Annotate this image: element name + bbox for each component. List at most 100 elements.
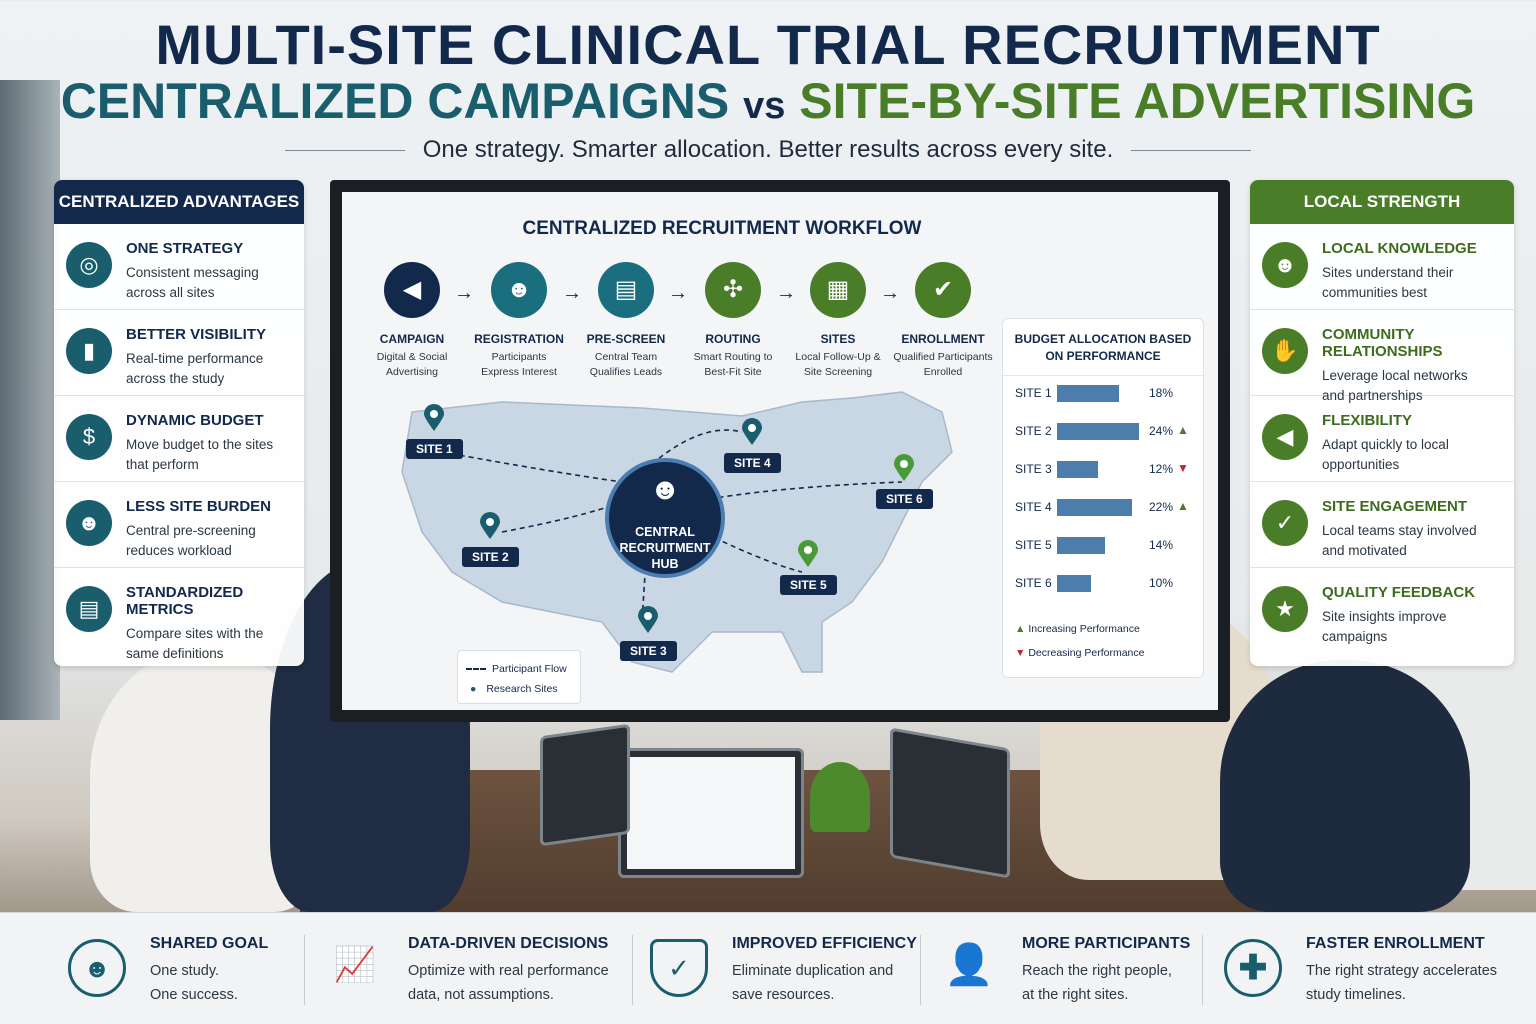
bar-value-label: 24% bbox=[1148, 424, 1173, 438]
item-desc: Move budget to the sites bbox=[126, 437, 274, 452]
medical-cross-icon: ✚ bbox=[1224, 939, 1282, 997]
bar-value-label: 14% bbox=[1148, 538, 1173, 552]
chart-row: SITE 5 14% bbox=[1015, 537, 1200, 555]
map-pin-icon: ● bbox=[470, 683, 477, 695]
person-man-right bbox=[1220, 660, 1470, 912]
item-heading: LESS SITE BURDEN bbox=[126, 498, 272, 515]
map-pin-icon bbox=[424, 404, 445, 431]
bar bbox=[1057, 537, 1105, 554]
arrow-icon: → bbox=[880, 282, 900, 304]
target-icon: ◎ bbox=[66, 242, 112, 288]
site-label: SITE 6 bbox=[876, 489, 933, 509]
item-desc: Compare sites with the bbox=[126, 626, 264, 641]
benefit-heading: SHARED GOAL bbox=[150, 935, 269, 952]
step-desc: Digital & Social bbox=[376, 351, 448, 363]
arrow-icon: → bbox=[562, 282, 582, 304]
step-desc: Advertising bbox=[386, 366, 438, 378]
item-heading: BETTER VISIBILITY bbox=[126, 326, 267, 343]
bar-value-label: 12% bbox=[1148, 462, 1173, 476]
divider bbox=[920, 935, 921, 1005]
subtitle-site-by-site: SITE-BY-SITE ADVERTISING bbox=[799, 73, 1476, 129]
benefit-heading: MORE PARTICIPANTS bbox=[1022, 935, 1191, 952]
arrow-icon: → bbox=[454, 282, 474, 304]
item-desc: same definitions bbox=[126, 646, 224, 661]
bar-value-label: 10% bbox=[1148, 576, 1173, 590]
main-title: MULTI-SITE CLINICAL TRIAL RECRUITMENT bbox=[155, 13, 1381, 76]
step-desc: Central Team bbox=[594, 351, 658, 363]
step-desc: Site Screening bbox=[803, 366, 873, 378]
step-desc: Smart Routing to bbox=[693, 351, 773, 363]
item-heading: COMMUNITY RELATIONSHIPS bbox=[1322, 326, 1443, 360]
arrow-icon: → bbox=[668, 282, 688, 304]
step-desc: Qualified Participants bbox=[893, 351, 993, 363]
item-desc: Real-time performance bbox=[126, 351, 264, 366]
legend-up-label: Increasing Performance bbox=[1028, 623, 1140, 635]
legend-up: ▲ Increasing Performance bbox=[1015, 623, 1140, 635]
step-label: CAMPAIGN bbox=[379, 332, 445, 346]
panel-title: LOCAL STRENGTH bbox=[1250, 180, 1514, 224]
item-heading: ONE STRATEGY bbox=[126, 240, 244, 257]
benefit-desc: Eliminate duplication and bbox=[732, 963, 894, 979]
subtitle-vs: vs bbox=[743, 85, 786, 127]
megaphone-icon: ◀ bbox=[1262, 414, 1308, 460]
map-legend: Participant Flow ●Research Sites bbox=[457, 650, 581, 704]
item-desc: communities best bbox=[1322, 285, 1428, 300]
triangle-up-icon: ▲ bbox=[1177, 423, 1189, 437]
step-desc: Express Interest bbox=[481, 366, 557, 378]
site-5-pin: SITE 5 bbox=[780, 540, 837, 595]
check-circle-icon: ✓ bbox=[1262, 500, 1308, 546]
presentation-screen: CENTRALIZED RECRUITMENT WORKFLOW ◀ CAMPAI… bbox=[330, 180, 1230, 722]
site-1-pin: SITE 1 bbox=[406, 404, 463, 459]
benefit-heading: DATA-DRIVEN DECISIONS bbox=[408, 935, 609, 952]
laptop-right bbox=[890, 727, 1010, 879]
budget-allocation-chart: BUDGET ALLOCATION BASED ON PERFORMANCE S… bbox=[1002, 318, 1204, 678]
bar bbox=[1057, 423, 1139, 440]
person-check-icon: ✔ bbox=[915, 262, 971, 318]
clipboard-icon: ▤ bbox=[598, 262, 654, 318]
item-desc: Adapt quickly to local bbox=[1322, 437, 1449, 452]
step-desc: Local Follow-Up & bbox=[795, 351, 881, 363]
dashed-line-icon bbox=[466, 668, 486, 671]
item-desc: and partnerships bbox=[1322, 388, 1423, 403]
bar-category-label: SITE 2 bbox=[1015, 424, 1052, 438]
legend-down-label: Decreasing Performance bbox=[1028, 647, 1145, 659]
bar bbox=[1057, 385, 1119, 402]
divider bbox=[632, 935, 633, 1005]
step-label: ENROLLMENT bbox=[901, 332, 985, 346]
bar-category-label: SITE 5 bbox=[1015, 538, 1052, 552]
chart-row: SITE 2 24% ▲ bbox=[1015, 423, 1200, 441]
map-pin-icon bbox=[742, 418, 763, 445]
site-label: SITE 1 bbox=[406, 439, 463, 459]
benefit-desc: study timelines. bbox=[1306, 987, 1406, 1003]
item-desc: campaigns bbox=[1322, 629, 1388, 644]
triangle-down-icon: ▼ bbox=[1015, 647, 1026, 659]
bar-chart-icon: ▮ bbox=[66, 328, 112, 374]
triangle-down-icon: ▼ bbox=[1177, 461, 1189, 475]
benefit-desc: One success. bbox=[150, 987, 238, 1003]
benefit-heading: FASTER ENROLLMENT bbox=[1306, 935, 1485, 952]
subtitle-centralized: CENTRALIZED CAMPAIGNS bbox=[60, 73, 730, 129]
benefit-desc: data, not assumptions. bbox=[408, 987, 554, 1003]
benefit-desc: Optimize with real performance bbox=[408, 963, 609, 979]
benefit-desc: at the right sites. bbox=[1022, 987, 1129, 1003]
site-3-pin: SITE 3 bbox=[620, 606, 677, 661]
item-heading: LOCAL KNOWLEDGE bbox=[1322, 240, 1477, 257]
item-desc: that perform bbox=[126, 457, 199, 472]
bar-category-label: SITE 6 bbox=[1015, 576, 1052, 590]
megaphone-icon: ◀ bbox=[384, 262, 440, 318]
workflow-title: CENTRALIZED RECRUITMENT WORKFLOW bbox=[522, 218, 922, 239]
central-recruitment-hub: ☻ CENTRAL RECRUITMENT HUB bbox=[605, 458, 725, 578]
legend-flow: Participant Flow bbox=[492, 663, 567, 675]
